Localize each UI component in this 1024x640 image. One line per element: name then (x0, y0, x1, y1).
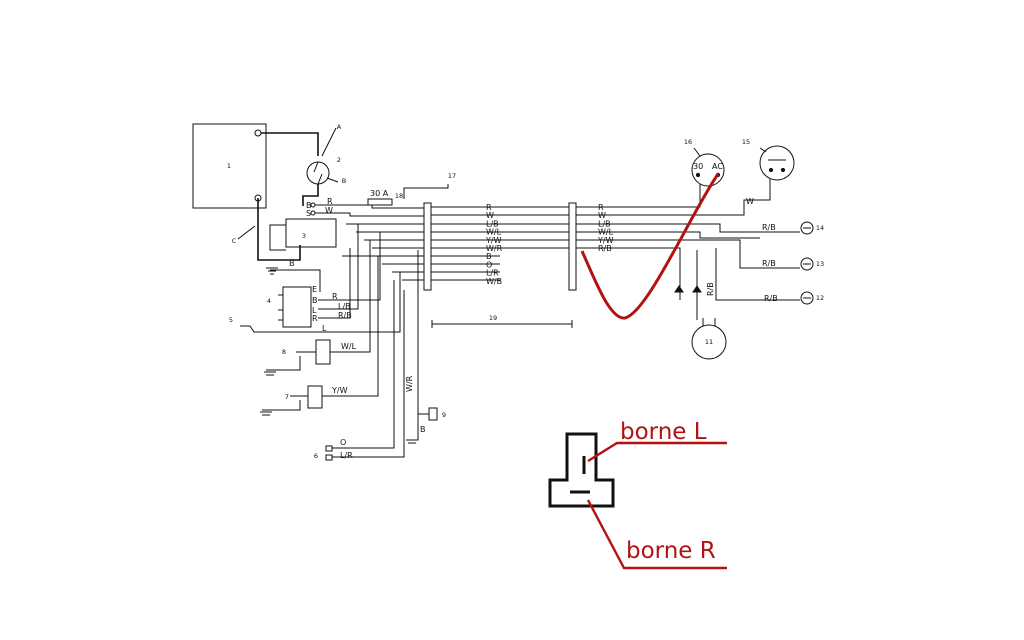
label-7: 7 (285, 393, 289, 401)
pointer-a: A (337, 123, 342, 131)
label-6: 6 (314, 452, 318, 460)
term-meter-30: 30 (693, 162, 703, 171)
harness-left-label-2: L/B (486, 219, 499, 228)
harness-right-labels: RWL/BW/LY/WR/B (597, 203, 614, 253)
label-2: 2 (337, 156, 341, 164)
switch-9 (428, 407, 438, 421)
battery-box (192, 123, 267, 209)
harness-right-label-4: Y/W (597, 236, 614, 245)
terminal-sketch (548, 432, 615, 508)
wire-l: L (322, 324, 327, 333)
harness-right-lines (576, 178, 800, 301)
fuse-label: 30 A (370, 189, 389, 198)
label-14: 14 (816, 224, 824, 232)
wire-b-ground: B (289, 259, 295, 268)
wire-b-switch: B (420, 425, 426, 434)
harness-right-label-1: W (598, 211, 606, 220)
wire-rb-reg: R/B (338, 311, 352, 320)
term-reg-e: E (312, 285, 317, 294)
label-3: 3 (302, 232, 306, 240)
wire-r-reg: R (332, 292, 338, 301)
label-16: 16 (684, 138, 692, 146)
harness-right-label-0: R (598, 203, 604, 212)
borne-l-label: borne L (620, 419, 707, 445)
harness-right-label-2: L/B (598, 219, 611, 228)
borne-r-label: borne R (626, 538, 716, 564)
regulator (282, 286, 312, 328)
label-12: 12 (816, 294, 824, 302)
wire-lb-reg: L/B (338, 302, 351, 311)
term-meter-ac: AC (712, 162, 723, 171)
red-annotation-curve (580, 173, 720, 320)
wire-lr-conn: L/R (340, 451, 353, 460)
term-reg-b: B (312, 296, 318, 305)
term-reg-r: R (312, 314, 318, 323)
harness-left-label-4: Y/W (485, 236, 502, 245)
harness-left-label-0: R (486, 203, 492, 212)
wire-yw-sensor: Y/W (331, 386, 348, 395)
sensor-7 (307, 385, 323, 409)
harness-left-label-5: W/R (486, 244, 503, 253)
wire-o-conn: O (340, 438, 346, 447)
starter-relay (285, 218, 337, 248)
label-9: 9 (442, 411, 446, 419)
harness-left-lines (342, 223, 424, 281)
pointer-b: B (342, 177, 346, 185)
term-reg-l: L (312, 306, 317, 315)
connector-left (423, 202, 432, 291)
wire-rb-2: R/B (762, 259, 776, 268)
label-19: 19 (489, 314, 497, 322)
connector-right (568, 202, 577, 291)
fuse (367, 198, 393, 206)
pointer-c: C (232, 237, 237, 245)
harness-left-label-9: W/B (486, 277, 502, 286)
harness-left-label-7: O (486, 260, 492, 269)
wire-rb-3: R/B (764, 294, 778, 303)
sensor-11 (691, 324, 727, 360)
label-8: 8 (282, 348, 286, 356)
meter-15 (759, 145, 795, 181)
label-4: 4 (267, 297, 271, 305)
label-1: 1 (227, 162, 231, 170)
wire-rb-vert: R/B (706, 282, 715, 296)
term-starter-b: B (306, 201, 312, 210)
label-15: 15 (742, 138, 750, 146)
sensor-8 (315, 339, 331, 365)
harness-right-label-3: W/L (598, 228, 614, 237)
term-starter-s: S (306, 209, 311, 218)
wire-wl-sensor: W/L (341, 342, 357, 351)
harness-left-label-3: W/L (486, 228, 502, 237)
label-17: 17 (448, 172, 456, 180)
label-5: 5 (229, 316, 233, 324)
harness-right-label-5: R/B (598, 244, 612, 253)
wire-w-top: W (325, 206, 333, 215)
label-13: 13 (816, 260, 824, 268)
main-switch (306, 161, 330, 185)
harness-left-label-8: L/R (486, 269, 499, 278)
wire-r-top: R (327, 197, 333, 206)
label-11: 11 (705, 338, 713, 346)
harness-long-lines (431, 206, 569, 281)
harness-left-label-6: B (486, 252, 492, 261)
wire-wr-vertical: W/R (405, 375, 414, 392)
red-leader-lines (586, 441, 727, 570)
fuse-number: 18 (395, 192, 403, 200)
wire-rb-1: R/B (762, 223, 776, 232)
wire-w-meter: W (746, 197, 754, 206)
harness-left-label-1: W (486, 211, 494, 220)
